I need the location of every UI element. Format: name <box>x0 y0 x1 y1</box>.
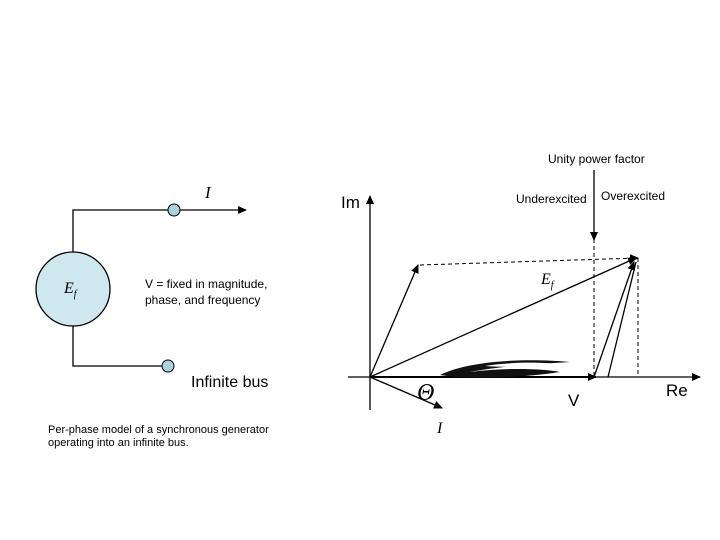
drop-overexcited <box>607 261 637 378</box>
ef-subscript: f <box>550 280 554 292</box>
swoosh-decoration <box>440 360 570 378</box>
source-label: Ef <box>64 280 77 301</box>
generator-source <box>35 251 111 327</box>
phasor-diagram <box>348 170 701 410</box>
infinite-bus-label: Infinite bus <box>191 374 269 391</box>
circuit-diagram <box>35 203 247 373</box>
source-symbol: E <box>64 280 74 297</box>
v-label: V <box>568 391 580 410</box>
circuit-caption: Per-phase model of a synchronous generat… <box>48 424 308 450</box>
ef-label: Ef <box>541 271 554 292</box>
bus-note-line1: V = fixed in magnitude, <box>145 277 268 291</box>
terminal-bottom <box>161 359 175 373</box>
unity-pf-label: Unity power factor <box>548 152 645 166</box>
top-wire <box>72 209 168 252</box>
caption-line2: operating into an infinite bus. <box>48 437 189 450</box>
terminal-top <box>167 203 181 217</box>
bus-note: V = fixed in magnitude, phase, and frequ… <box>145 277 267 308</box>
dashed-ef-locus <box>419 254 639 266</box>
overexcited-label: Overexcited <box>601 189 666 203</box>
re-axis-label: Re <box>666 381 688 400</box>
bus-note-line2: phase, and frequency <box>145 292 261 307</box>
caption-line1: Per-phase model of a synchronous generat… <box>48 424 269 436</box>
bottom-wire <box>72 326 162 367</box>
ef-symbol: E <box>541 271 551 288</box>
angle-label: Θ <box>417 380 435 406</box>
ef-phasor-overexcited <box>369 257 637 378</box>
source-subscript: f <box>73 289 77 301</box>
underexcited-label: Underexcited <box>516 192 587 206</box>
im-axis-label: Im <box>341 193 360 212</box>
ef-phasor-underexcited <box>369 264 419 378</box>
drop-unity <box>593 261 636 378</box>
current-phasor <box>369 376 443 409</box>
current-label-phasor: I <box>437 420 443 437</box>
current-symbol-circuit: I <box>205 183 211 202</box>
